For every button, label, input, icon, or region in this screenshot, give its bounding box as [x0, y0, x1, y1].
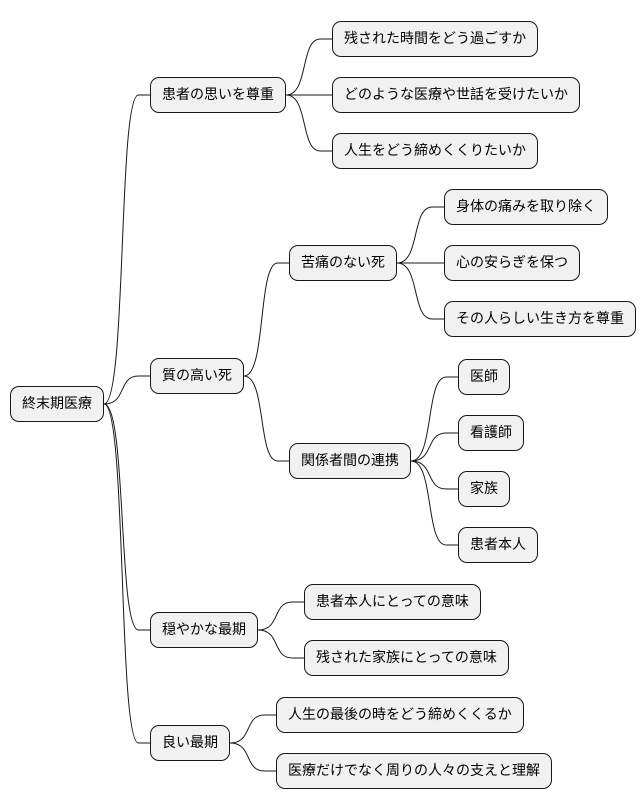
node-how-to-end-life: 人生をどう締めくくりたいか	[332, 133, 538, 169]
node-meaning-for-patient: 患者本人にとっての意味	[304, 584, 481, 620]
connector-respect-patient-wishes-to-how-to-end-life	[285, 94, 332, 152]
connector-peaceful-end-to-meaning-for-patient	[257, 601, 304, 631]
connector-end-of-life-care-to-good-end	[103, 403, 150, 744]
node-family: 家族	[458, 471, 510, 507]
node-final-moments: 人生の最後の時をどう締めくくるか	[276, 697, 524, 733]
connector-end-of-life-care-to-peaceful-end	[103, 403, 150, 631]
node-painless-death: 苦痛のない死	[289, 245, 397, 281]
connector-end-of-life-care-to-quality-death	[103, 375, 150, 405]
node-quality-death: 質の高い死	[150, 358, 244, 394]
node-doctor: 医師	[458, 359, 510, 395]
connector-painless-death-to-remove-physical-pain	[396, 206, 444, 264]
node-nurse: 看護師	[458, 415, 524, 451]
connector-stakeholder-coordination-to-nurse	[410, 432, 458, 462]
connector-peaceful-end-to-meaning-for-family	[257, 629, 304, 659]
node-meaning-for-family: 残された家族にとっての意味	[304, 640, 509, 676]
node-end-of-life-care: 終末期医療	[10, 386, 104, 422]
connector-good-end-to-understanding-support	[229, 742, 276, 772]
connector-good-end-to-final-moments	[229, 714, 276, 744]
connector-stakeholder-coordination-to-patient-self	[410, 460, 458, 546]
connector-respect-patient-wishes-to-remaining-time	[285, 38, 332, 96]
node-good-end: 良い最期	[150, 725, 230, 761]
node-remaining-time: 残された時間をどう過ごすか	[332, 21, 539, 57]
node-peace-of-mind: 心の安らぎを保つ	[444, 245, 580, 281]
node-desired-care: どのような医療や世話を受けたいか	[332, 77, 580, 113]
connector-stakeholder-coordination-to-doctor	[410, 376, 458, 462]
connector-end-of-life-care-to-respect-patient-wishes	[103, 94, 150, 405]
node-remove-physical-pain: 身体の痛みを取り除く	[444, 189, 608, 225]
node-stakeholder-coordination: 関係者間の連携	[289, 443, 411, 479]
connector-painless-death-to-respect-way-of-life	[396, 262, 444, 320]
node-respect-way-of-life: その人らしい生き方を尊重	[444, 301, 636, 337]
connector-stakeholder-coordination-to-family	[410, 460, 458, 490]
connector-quality-death-to-stakeholder-coordination	[243, 375, 289, 462]
node-patient-self: 患者本人	[458, 527, 538, 563]
connector-quality-death-to-painless-death	[243, 262, 289, 377]
node-peaceful-end: 穏やかな最期	[150, 612, 258, 648]
node-understanding-support: 医療だけでなく周りの人々の支えと理解	[276, 753, 552, 789]
node-respect-patient-wishes: 患者の思いを尊重	[150, 77, 286, 113]
